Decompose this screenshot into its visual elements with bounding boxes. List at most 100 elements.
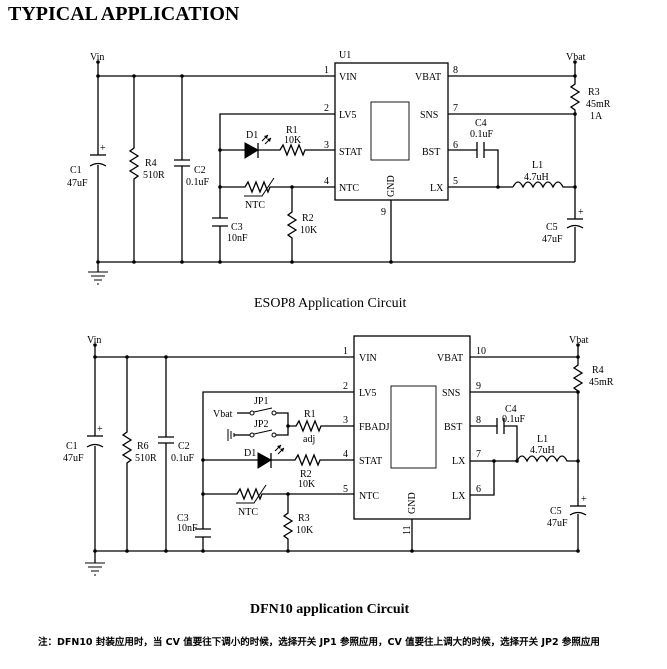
dfn10-vin-node: [93, 343, 97, 347]
esop8-circuit: U1 VIN LV5 STAT NTC VBAT SNS BST LX GND …: [67, 50, 611, 311]
esop8-r1-name: R1: [286, 125, 298, 136]
esop8-ntc-node-left: [218, 185, 222, 189]
dfn10-pin9-num: 9: [476, 381, 481, 392]
esop8-c3-node-bottom: [218, 260, 222, 264]
dfn10-c4-name: C4: [505, 404, 517, 415]
dfn10-vbat-junction: [576, 355, 580, 359]
esop8-bst-wire: [448, 149, 499, 187]
dfn10-r4-resistor: [572, 345, 584, 392]
dfn10-pin11-name: GND: [407, 492, 418, 514]
esop8-exposed-pad: [370, 101, 410, 161]
esop8-ntc-name: NTC: [245, 200, 265, 211]
dfn10-pin1-name: VIN: [359, 353, 377, 364]
dfn10-lx-merge-node: [492, 459, 496, 463]
esop8-c5-plate-bottom: [566, 224, 584, 229]
esop8-c1-name: C1: [70, 165, 82, 176]
dfn10-jp2-name: JP2: [254, 419, 268, 430]
dfn10-circuit: VIN LV5 FBADJ STAT NTC VBAT SNS BST LX L…: [63, 335, 614, 617]
esop8-ntc-slash: [244, 177, 275, 197]
esop8-pin1-num: 1: [324, 65, 329, 76]
esop8-pin8-name: VBAT: [415, 72, 441, 83]
dfn10-r6-node-top: [125, 355, 129, 359]
dfn10-c3-name: C3: [177, 513, 189, 524]
esop8-c2-name: C2: [194, 165, 206, 176]
dfn10-l1-inductor: [516, 455, 578, 463]
esop8-pin9-num: 9: [381, 207, 386, 218]
esop8-pin5-name: LX: [430, 183, 444, 194]
dfn10-pin4-num: 4: [343, 449, 348, 460]
dfn10-ground-icon: [85, 562, 105, 576]
dfn10-c2-name: C2: [178, 441, 190, 452]
dfn10-r2-resistor: [271, 453, 354, 467]
dfn10-d1-name: D1: [244, 448, 256, 459]
dfn10-c1-value: 47uF: [63, 453, 84, 464]
esop8-r4-node-bottom: [132, 260, 136, 264]
esop8-pin9-name: GND: [386, 175, 397, 197]
dfn10-led-icon: [257, 444, 285, 469]
esop8-pin3-name: STAT: [339, 147, 362, 158]
dfn10-pin10-num: 10: [476, 346, 486, 357]
dfn10-c4-plates: [496, 418, 505, 434]
dfn10-caption: DFN10 application Circuit: [250, 602, 410, 617]
dfn10-r1-name: R1: [304, 409, 316, 420]
esop8-c3-plates: [212, 217, 228, 227]
dfn10-r2-value: 10K: [298, 479, 316, 490]
dfn10-c5-name: C5: [550, 506, 562, 517]
dfn10-c2-node-bottom: [164, 549, 168, 553]
dfn10-r6-name: R6: [137, 441, 149, 452]
dfn10-r2-name: R2: [300, 469, 312, 480]
dfn10-jp2-ground-icon: [227, 429, 235, 441]
dfn10-jp2-switch-icon: [249, 429, 277, 438]
esop8-pin1-name: VIN: [339, 72, 357, 83]
dfn10-r3-resistor: [282, 494, 294, 551]
esop8-r3-resistor: [569, 62, 581, 114]
esop8-c5-value: 47uF: [542, 234, 563, 245]
esop8-l1-name: L1: [532, 160, 543, 171]
dfn10-pin5-name: NTC: [359, 491, 379, 502]
dfn10-c1-name: C1: [66, 441, 78, 452]
dfn10-vbat-node: [576, 343, 580, 347]
esop8-pin2-name: LV5: [339, 110, 356, 121]
esop8-l1-value: 4.7uH: [524, 172, 549, 183]
dfn10-c5-plate-bottom: [569, 511, 587, 516]
esop8-vin-node: [96, 60, 100, 64]
esop8-chip-name: U1: [339, 50, 351, 61]
esop8-r3-name: R3: [588, 87, 600, 98]
dfn10-pin2-num: 2: [343, 381, 348, 392]
dfn10-c1-node-bottom: [93, 549, 97, 553]
esop8-c3-name: C3: [231, 222, 243, 233]
esop8-l1-inductor: [512, 181, 575, 189]
esop8-c4-plates: [476, 142, 485, 158]
esop8-gnd-pin-node: [389, 260, 393, 264]
esop8-lx-node: [496, 185, 500, 189]
dfn10-pin10-name: VBAT: [437, 353, 463, 364]
esop8-c2-plates: [174, 159, 190, 167]
esop8-r2-value: 10K: [300, 225, 318, 236]
dfn10-vin-label: Vin: [87, 335, 101, 346]
dfn10-pin3-num: 3: [343, 415, 348, 426]
dfn10-pin9-name: SNS: [442, 388, 460, 399]
dfn10-r3-name: R3: [298, 513, 310, 524]
esop8-c1-plate-bottom: [89, 162, 107, 167]
esop8-led-icon: [244, 134, 272, 159]
esop8-pin6-name: BST: [422, 147, 440, 158]
dfn10-pin2-name: LV5: [359, 388, 376, 399]
dfn10-c2-plates: [158, 436, 174, 444]
esop8-c5-name: C5: [546, 222, 558, 233]
esop8-pin5-num: 5: [453, 176, 458, 187]
esop8-vin-label: Vin: [90, 52, 104, 63]
esop8-c1-node-top: [96, 74, 100, 78]
dfn10-pin4-name: STAT: [359, 456, 382, 467]
dfn10-exposed-pad: [390, 385, 437, 469]
dfn10-c3-node-bottom: [201, 549, 205, 553]
dfn10-jp1-name: JP1: [254, 396, 268, 407]
dfn10-pin11-num: 11: [402, 525, 413, 535]
esop8-r1-resistor: [258, 143, 335, 157]
dfn10-pin7-name: LX: [452, 456, 466, 467]
dfn10-gnd-pin-node: [410, 549, 414, 553]
dfn10-ntc-slash: [236, 484, 267, 504]
dfn10-jp1-switch-icon: [249, 407, 277, 416]
dfn10-ntc-name: NTC: [238, 507, 258, 518]
dfn10-sns-node: [576, 390, 580, 394]
dfn10-l1-name: L1: [537, 434, 548, 445]
